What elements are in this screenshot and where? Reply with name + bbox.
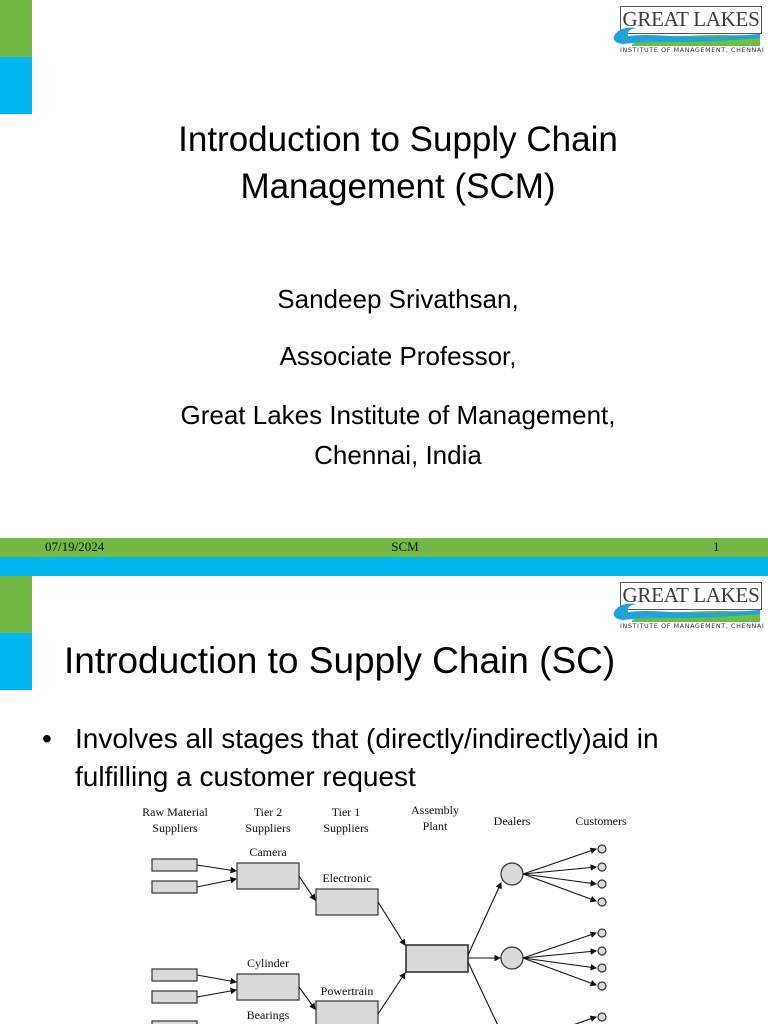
header-tier2-l1: Tier 2 <box>254 805 283 819</box>
bullet-text: Involves all stages that (directly/indir… <box>75 723 659 792</box>
label-cylinder: Cylinder <box>247 956 289 970</box>
great-lakes-logo: GREAT LAKES INSTITUTE OF MANAGEMENT, CHE… <box>612 6 765 56</box>
footer-date: 07/19/2024 <box>45 539 105 554</box>
header-raw-material-l1: Raw Material <box>142 805 208 819</box>
header-tier1-l1: Tier 1 <box>332 805 361 819</box>
logo-tagline: INSTITUTE OF MANAGEMENT, CHENNAI <box>620 46 765 54</box>
accent-bar-blue <box>0 57 32 114</box>
accent-bar-blue <box>0 633 32 690</box>
slide-title: Introduction to Supply Chain Management … <box>14 116 768 210</box>
bullet-icon: • <box>42 723 52 754</box>
logo-frame <box>620 582 762 610</box>
header-tier1-l2: Suppliers <box>323 821 369 835</box>
presenter-role: Associate Professor, <box>279 341 517 371</box>
header-raw-material-l2: Suppliers <box>152 821 198 835</box>
header-tier2-l2: Suppliers <box>245 821 291 835</box>
label-electronic: Electronic <box>322 871 371 885</box>
label-camera: Camera <box>249 845 287 859</box>
header-dealers: Dealers <box>494 814 531 828</box>
presenter-institution-line-1: Great Lakes Institute of Management, <box>180 400 616 430</box>
presenter-name: Sandeep Srivathsan, <box>277 284 519 314</box>
footer-page-number: 1 <box>713 539 720 554</box>
supply-chain-diagram: Raw Material Suppliers Tier 2 Suppliers … <box>130 800 640 1024</box>
logo-name: GREAT LAKES <box>622 7 760 31</box>
presenter-institution-line-2: Chennai, India <box>314 440 482 470</box>
logo-tagline: INSTITUTE OF MANAGEMENT, CHENNAI <box>620 622 765 630</box>
great-lakes-logo: GREAT LAKES INSTITUTE OF MANAGEMENT, CHE… <box>612 582 765 632</box>
footer-title: SCM <box>391 539 419 554</box>
column-headers: Raw Material Suppliers Tier 2 Suppliers … <box>142 803 627 835</box>
title-line-1: Introduction to Supply Chain <box>178 120 618 159</box>
slide-title: Introduction to Supply Chain (SC) <box>64 640 616 681</box>
slide-footer: 07/19/2024 SCM 1 <box>0 538 768 557</box>
title-line-2: Management (SCM) <box>240 167 556 206</box>
logo-wave-icon <box>613 27 760 46</box>
header-customers: Customers <box>575 814 627 828</box>
supply-chain-diagram-graphic: Raw Material Suppliers Tier 2 Suppliers … <box>142 803 627 1024</box>
title-slide: GREAT LAKES INSTITUTE OF MANAGEMENT, CHE… <box>0 0 768 576</box>
label-bearings: Bearings <box>247 1008 290 1022</box>
footer-blue-band <box>0 557 768 576</box>
accent-bar-green <box>0 0 32 57</box>
logo-name: GREAT LAKES <box>622 583 760 607</box>
logo-frame <box>620 6 762 34</box>
accent-bar-green <box>0 576 32 633</box>
label-powertrain: Powertrain <box>321 984 374 998</box>
content-slide: GREAT LAKES INSTITUTE OF MANAGEMENT, CHE… <box>0 576 768 1024</box>
header-assembly-l1: Assembly <box>411 803 459 817</box>
header-assembly-l2: Plant <box>423 819 448 833</box>
logo-wave-icon <box>613 603 760 622</box>
